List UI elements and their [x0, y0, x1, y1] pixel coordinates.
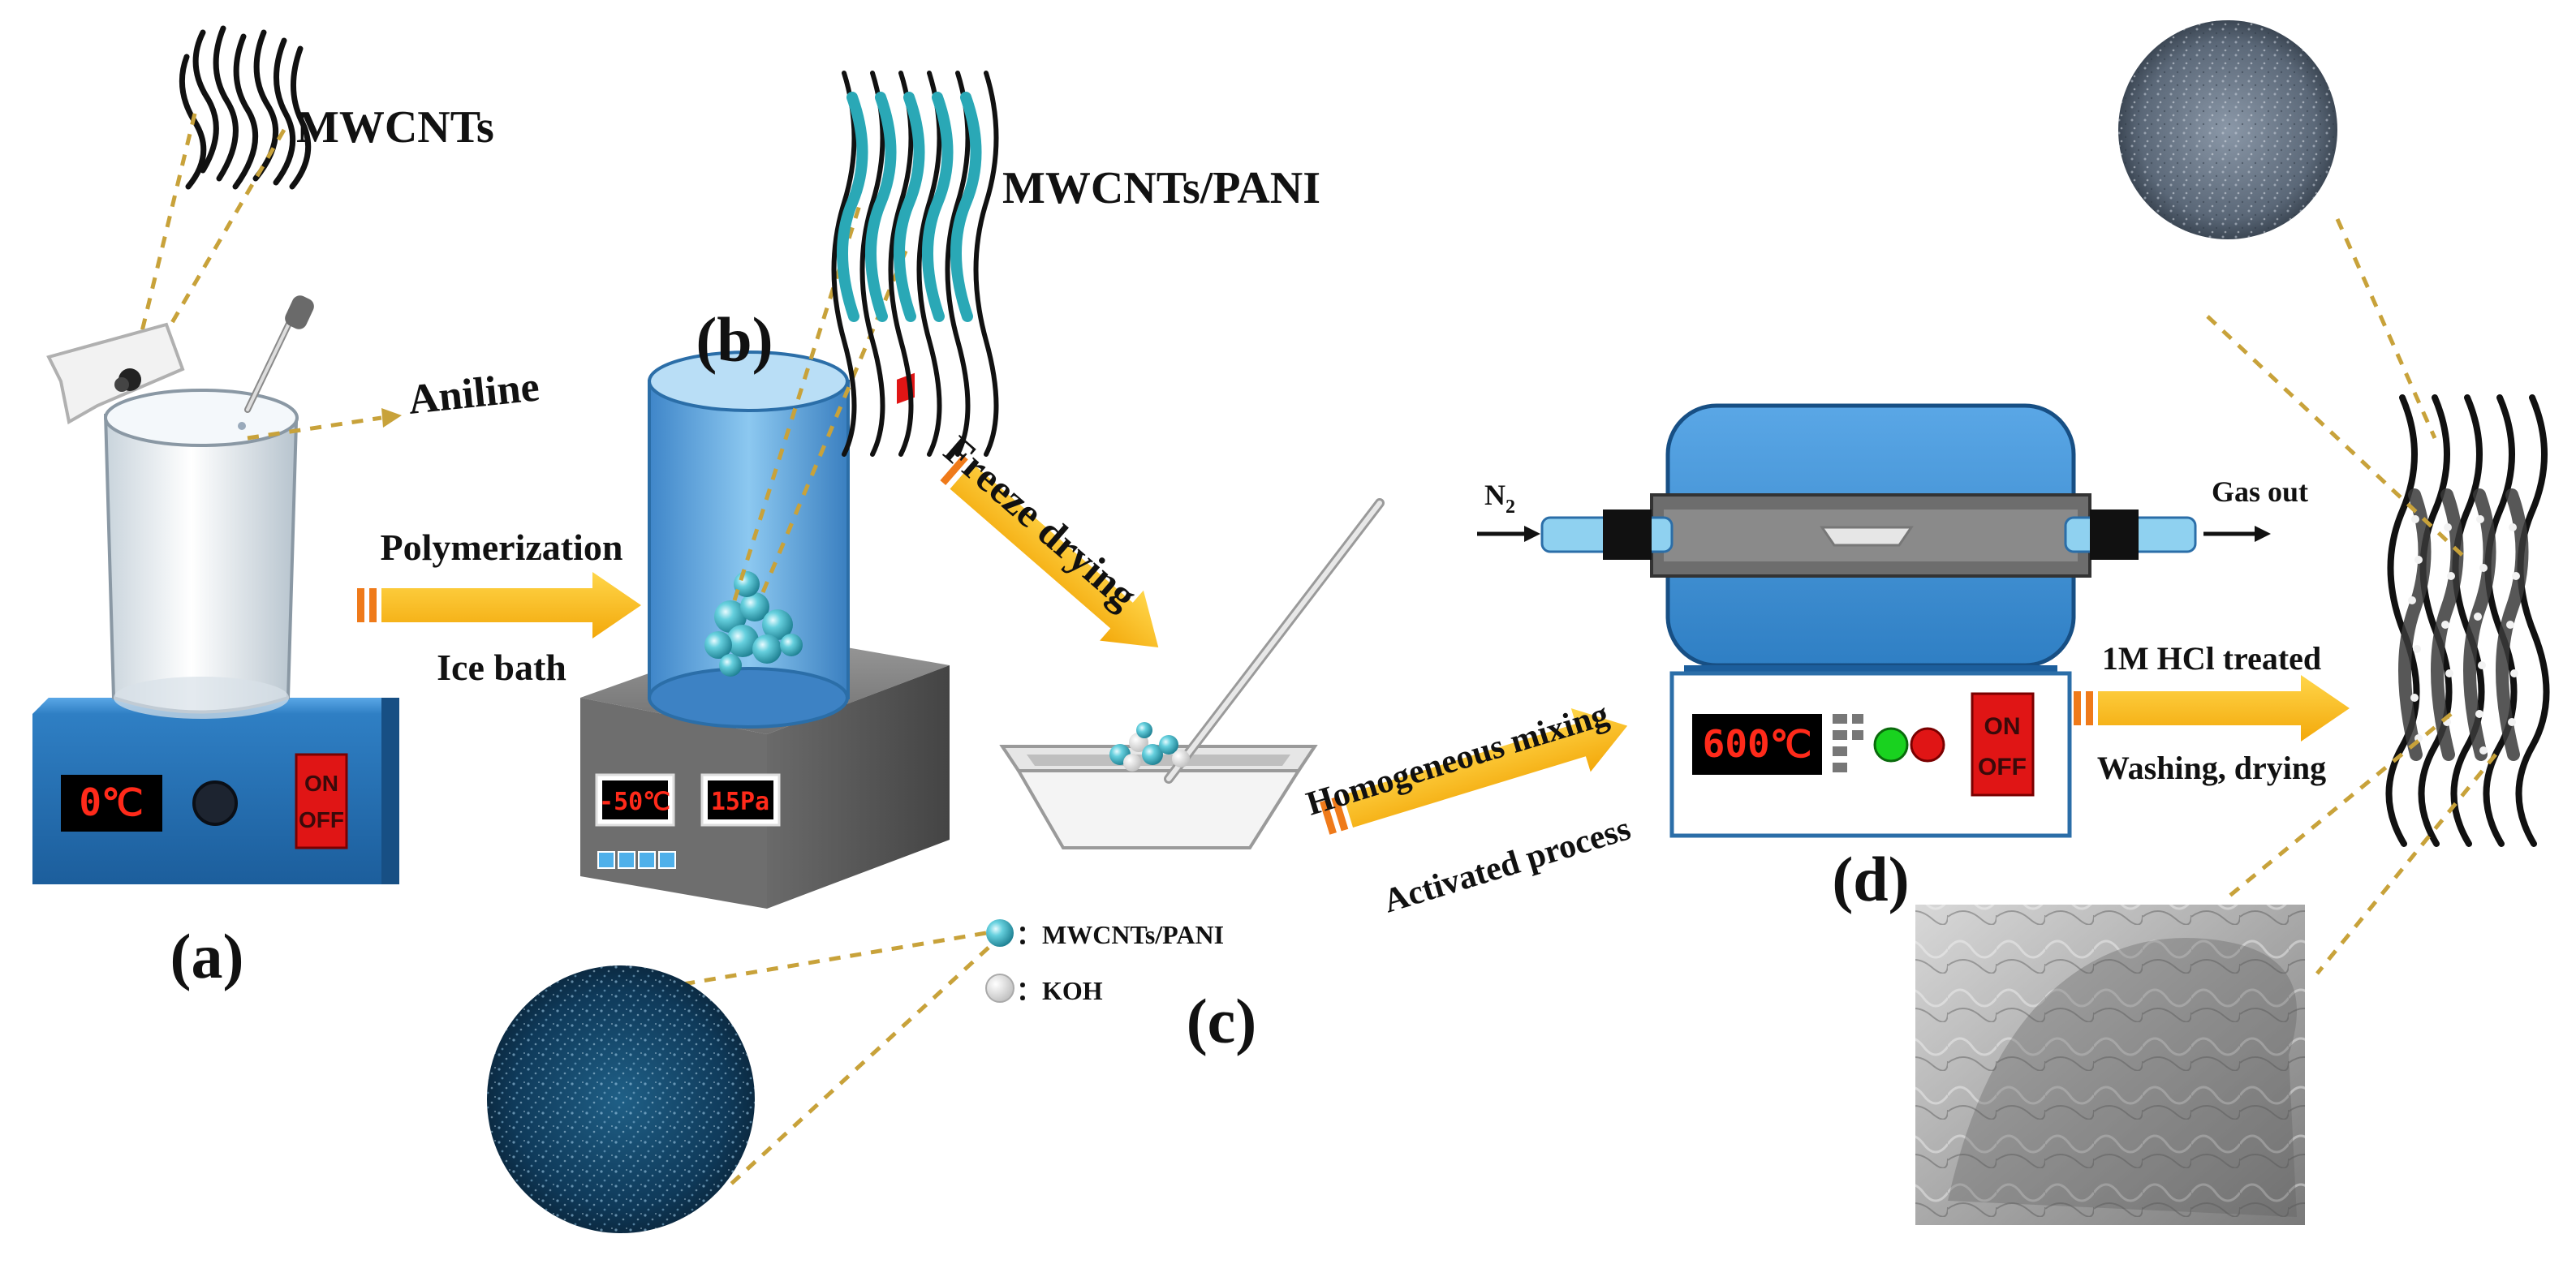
mwcnts-pani-label: MWCNTs/PANI: [1002, 163, 1320, 213]
sem-pointer-2: [729, 946, 990, 1186]
porous-carbon-bundle: [2385, 394, 2550, 847]
stirrer-knob: [192, 780, 238, 826]
flange-left: [1603, 510, 1652, 560]
aniline-pointer: [247, 408, 402, 441]
mixed-beads: [1109, 722, 1190, 772]
mwcnts-label: MWCNTs: [296, 102, 494, 153]
legend-koh-marker: [985, 974, 1014, 1003]
panel-label-a: (a): [170, 921, 244, 991]
legend-mwcnts-pani-marker: [986, 919, 1014, 947]
sem-pointer-1: [648, 931, 987, 992]
top-sem-pointer-2: [2206, 315, 2469, 561]
activated-process-label: Activated process: [1379, 810, 1635, 920]
freezer-display-2: 15Pa: [711, 788, 769, 816]
freeze-chamber: [648, 350, 850, 729]
bead-legend: ：MWCNTs/PANI ：KOH: [985, 919, 1224, 1005]
freezer-buttons: [597, 851, 676, 869]
start-button: [1873, 727, 1909, 763]
panel-label-d: (d): [1832, 844, 1909, 914]
tube-furnace: 600℃ ON OFF: [1540, 403, 2197, 838]
n2-label: N2: [1484, 479, 1515, 518]
freeze-drying-label: Freeze drying: [936, 427, 1146, 618]
crucible-boat: [1820, 526, 1914, 547]
panel-label-b: (b): [696, 304, 773, 375]
aniline-label: Aniline: [406, 363, 541, 424]
freezer-display-1: -50℃: [599, 788, 670, 816]
panel-label-c: (c): [1187, 986, 1257, 1056]
porous-bundle-pores: [2408, 515, 2520, 755]
beaker: [104, 389, 299, 719]
sem-image-porous-carbon-round: [2118, 20, 2337, 239]
furnace-display: 600℃: [1703, 722, 1812, 766]
switch-on-label: ON: [304, 771, 338, 796]
sem-image-mwcnts-pani: [487, 965, 755, 1233]
mwcnts-pani-bundle: [831, 71, 999, 457]
mwcnts-pani-beads: [704, 571, 803, 677]
bottom-sem-pointer-2: [2315, 753, 2497, 975]
hcl-treated-label: 1M HCl treated: [2102, 640, 2321, 677]
arrow-activation: [1320, 707, 1628, 835]
stirrer-a-display: [61, 775, 162, 832]
magnetic-stirrer: 0℃ ON OFF: [32, 698, 399, 884]
ice-bath-label: Ice bath: [437, 647, 566, 688]
flange-right: [2090, 510, 2139, 560]
furnace-power-switch: [1971, 692, 2035, 797]
bottom-sem-pointer-1: [2222, 712, 2453, 902]
top-sem-pointer-1: [2335, 217, 2437, 440]
furnace-small-buttons: [1833, 714, 1863, 772]
sem-image-porous-carbon-square: [1915, 905, 2305, 1225]
washing-drying-label: Washing, drying: [2097, 750, 2326, 786]
furnace-on-label: ON: [1984, 713, 2021, 740]
gas-arrows: [1477, 526, 2271, 542]
furnace-off-label: OFF: [1978, 754, 2027, 780]
polymerization-label: Polymerization: [381, 527, 623, 568]
arrow-polymerization: [357, 572, 641, 638]
arrow-freeze-drying: [940, 454, 1159, 648]
stop-button: [1910, 727, 1945, 763]
arrow-acid-wash: [2074, 675, 2350, 742]
gas-out-label: Gas out: [2212, 475, 2308, 508]
switch-off-label: OFF: [299, 807, 344, 832]
stirrer-a-display-text: 0℃: [79, 780, 143, 824]
dropper: [238, 295, 314, 430]
power-switch: [295, 753, 348, 849]
legend-mwcnts-pani: ：MWCNTs/PANI: [1016, 920, 1224, 949]
legend-koh: ：KOH: [1016, 976, 1103, 1005]
weighing-paper: [46, 322, 185, 425]
mwcnts-bundle: [179, 25, 312, 190]
